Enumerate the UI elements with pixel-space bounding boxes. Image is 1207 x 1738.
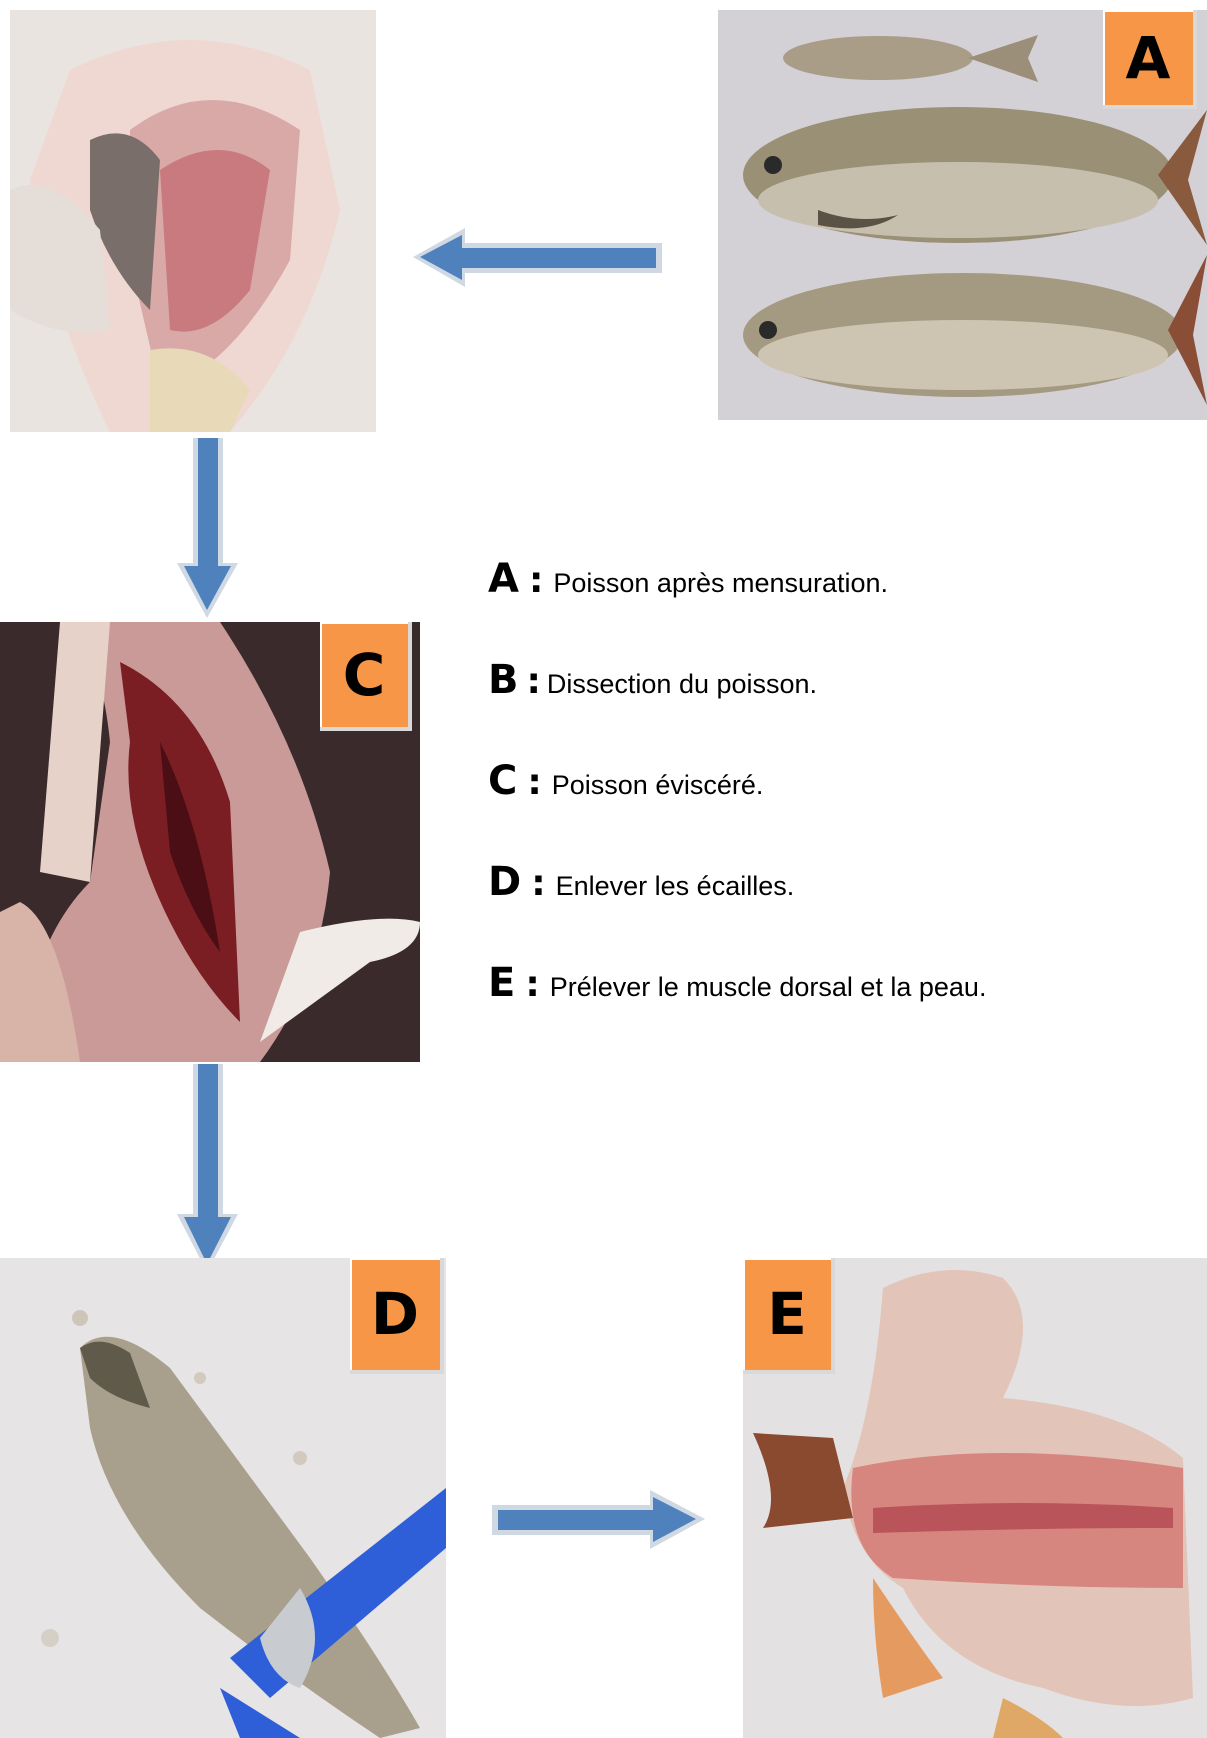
panel-label-c: C [320, 622, 412, 731]
legend-separator: : [525, 964, 539, 1005]
legend-letter: E [488, 960, 515, 1006]
legend: A : Poisson après mensuration. B : Disse… [488, 556, 1188, 1061]
legend-separator: : [527, 661, 541, 702]
legend-text: Dissection du poisson. [547, 669, 817, 700]
photo-fish-measured: A [718, 10, 1207, 420]
arrow-c-to-d [175, 1064, 240, 1274]
photo-muscle-skin: E [743, 1258, 1207, 1738]
photo-eviscerated: C [0, 622, 420, 1062]
photo-dissection [10, 10, 376, 432]
legend-separator: : [531, 863, 545, 904]
legend-text: Prélever le muscle dorsal et la peau. [550, 972, 987, 1003]
arrow-d-to-e [490, 1487, 708, 1552]
legend-item-d: D : Enlever les écailles. [488, 859, 1188, 960]
legend-item-a: A : Poisson après mensuration. [488, 556, 1188, 657]
panel-label-e: E [743, 1258, 835, 1374]
legend-item-b: B : Dissection du poisson. [488, 657, 1188, 758]
panel-label-a: A [1103, 10, 1197, 109]
photo-scaling: D [0, 1258, 446, 1738]
panel-label-d: D [350, 1258, 444, 1374]
legend-letter: A [488, 556, 519, 602]
legend-text: Poisson après mensuration. [553, 568, 888, 599]
arrow-b-to-c [175, 438, 240, 620]
legend-text: Poisson éviscéré. [552, 770, 764, 801]
legend-separator: : [529, 560, 543, 601]
legend-separator: : [527, 762, 541, 803]
legend-item-c: C : Poisson éviscéré. [488, 758, 1188, 859]
arrow-a-to-b [410, 225, 665, 290]
legend-item-e: E : Prélever le muscle dorsal et la peau… [488, 960, 1188, 1061]
legend-letter: C [488, 758, 517, 804]
legend-text: Enlever les écailles. [556, 871, 795, 902]
legend-letter: B [488, 657, 519, 703]
legend-letter: D [488, 859, 521, 905]
